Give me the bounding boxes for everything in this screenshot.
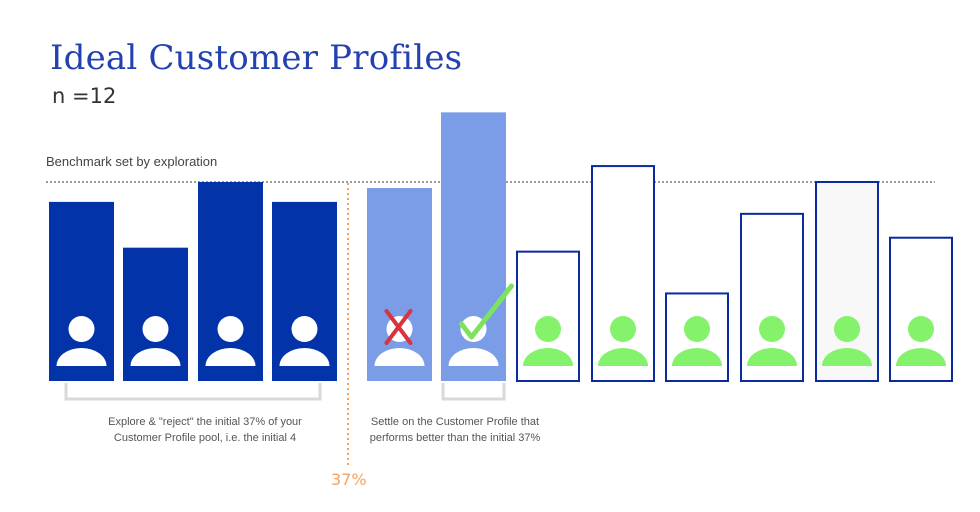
person-icon-body-12: [896, 348, 946, 366]
profile-bar-11: [815, 181, 879, 382]
settle-caption-line-2: performs better than the initial 37%: [369, 432, 541, 444]
person-icon-body-1: [56, 348, 107, 366]
benchmark-label: Benchmark set by exploration: [46, 154, 218, 169]
accept-check-icon: [459, 283, 514, 340]
explore-caption-line-2: Customer Profile pool, i.e. the initial …: [113, 432, 297, 444]
person-icon-body-4: [279, 348, 330, 366]
person-icon-head-3: [217, 316, 244, 342]
settle-bracket: [441, 383, 506, 401]
explore-caption: Explore & "reject" the initial 37% of yo…: [60, 414, 350, 446]
person-icon-body-5: [374, 348, 425, 366]
profile-bar-3: [198, 182, 263, 381]
person-icon-head-12: [908, 316, 934, 342]
person-icon-body-3: [205, 348, 256, 366]
explore-caption-line-1: Explore & "reject" the initial 37% of yo…: [108, 416, 302, 428]
person-icon-head-8: [610, 316, 636, 342]
person-icon-head-9: [684, 316, 710, 342]
reject-x-icon: [384, 309, 413, 345]
person-icon-body-8: [598, 348, 648, 366]
threshold-percent-label: 37%: [331, 470, 367, 489]
person-icon-head-11: [834, 316, 860, 342]
explore-bracket: [64, 383, 322, 401]
profile-bar-8: [591, 165, 655, 382]
person-icon-body-7: [523, 348, 573, 366]
person-icon-head-1: [68, 316, 95, 342]
person-icon-body-10: [747, 348, 797, 366]
person-icon-body-2: [130, 348, 181, 366]
settle-caption-line-1: Settle on the Customer Profile that: [370, 416, 540, 428]
person-icon-head-2: [142, 316, 169, 342]
person-icon-head-4: [291, 316, 318, 342]
person-icon-body-9: [672, 348, 722, 366]
person-icon-head-10: [759, 316, 785, 342]
page-title: Ideal Customer Profiles: [50, 38, 463, 78]
settle-caption: Settle on the Customer Profile that perf…: [330, 414, 580, 446]
sample-size-label: n =12: [52, 84, 117, 108]
person-icon-head-7: [535, 316, 561, 342]
person-icon-body-6: [448, 348, 499, 366]
person-icon-body-11: [822, 348, 872, 366]
